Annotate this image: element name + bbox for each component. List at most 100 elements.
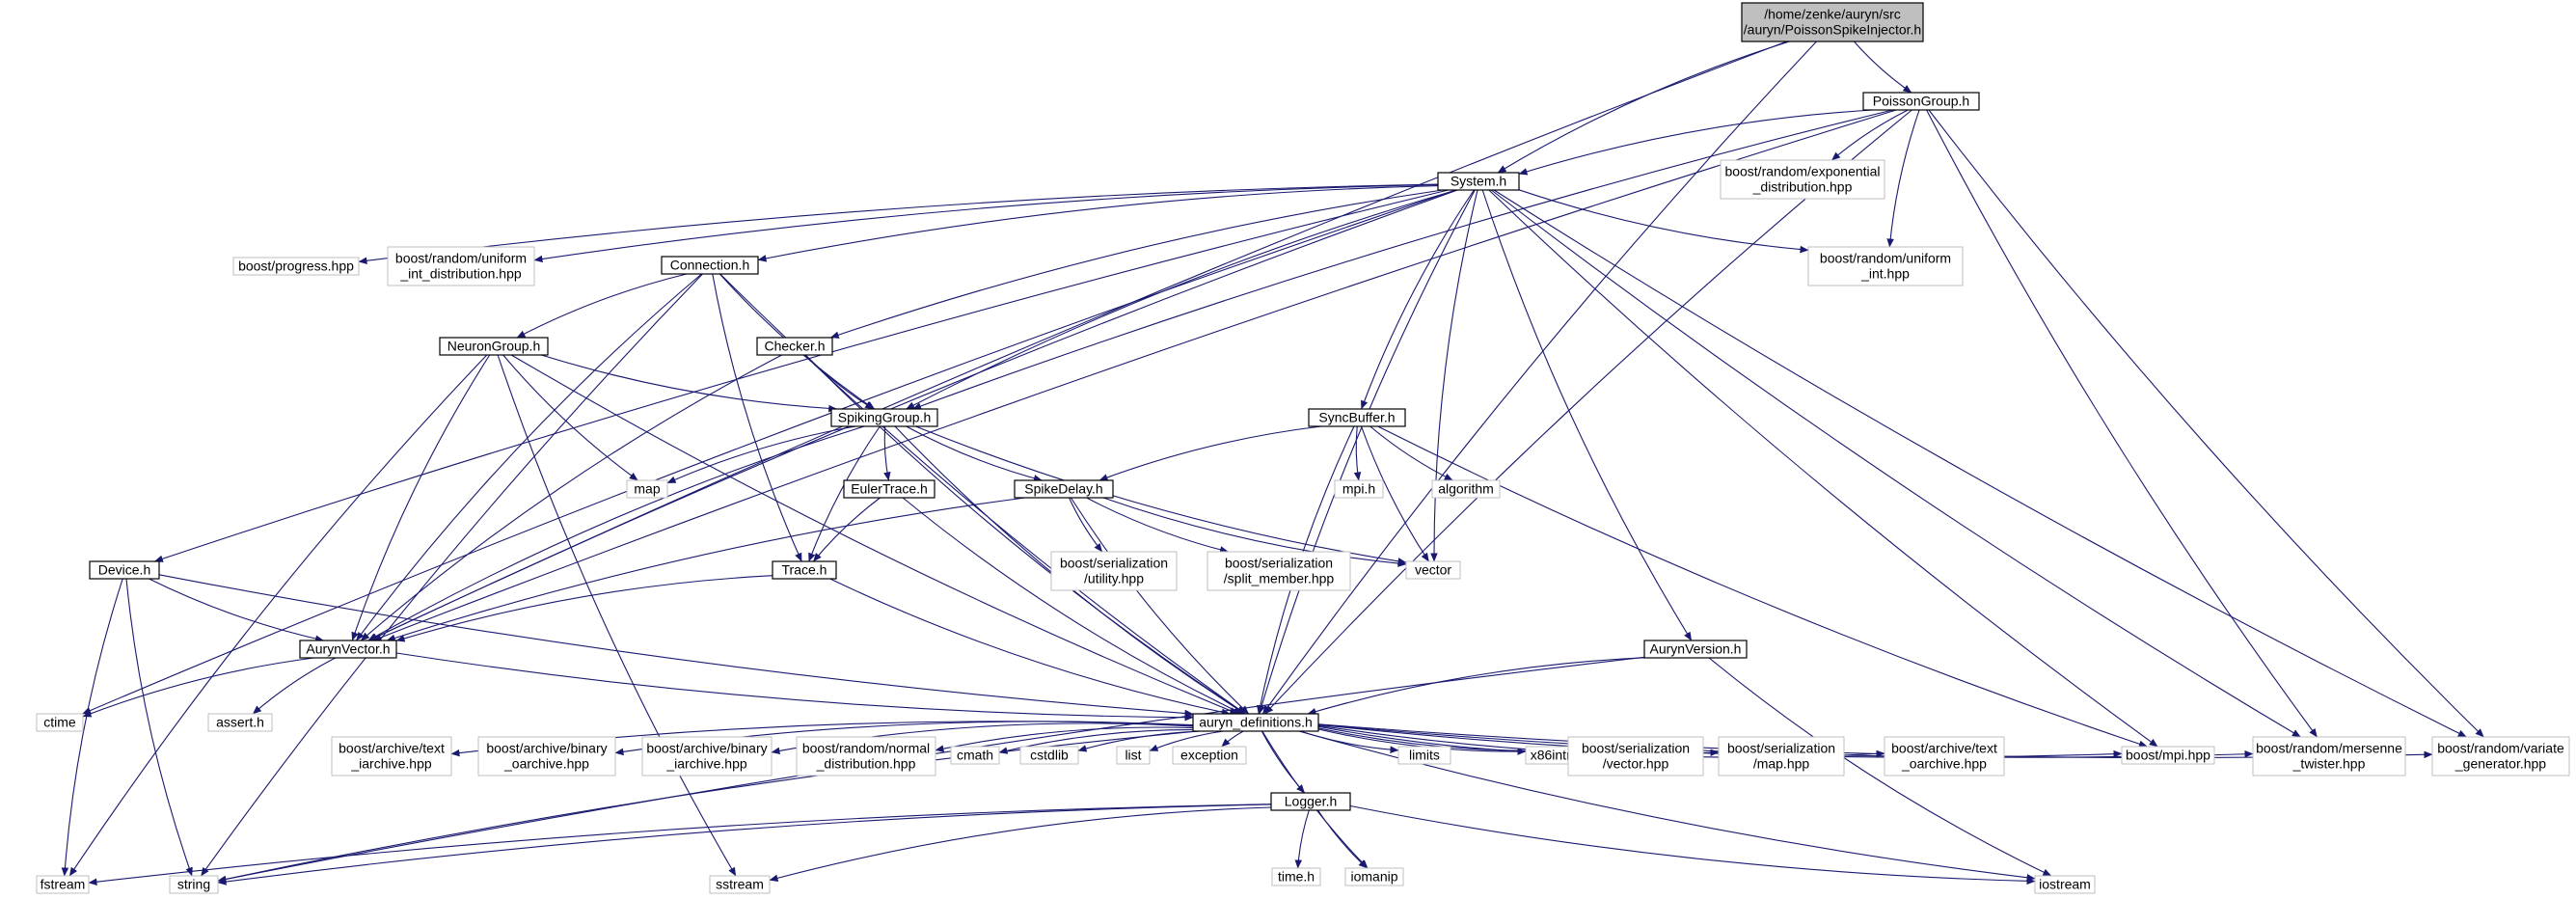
node-box bbox=[1308, 408, 1406, 427]
node-system[interactable]: System.h bbox=[1437, 172, 1520, 191]
edge-logger-to-timeh bbox=[1294, 809, 1310, 869]
node-box bbox=[2252, 736, 2406, 776]
node-label: fstream bbox=[41, 877, 86, 892]
node-definitions[interactable]: auryn_definitions.h bbox=[1192, 713, 1319, 732]
edge-spikedelay-to-serial-split bbox=[1086, 497, 1229, 554]
node-checker[interactable]: Checker.h bbox=[756, 337, 833, 356]
node-label: boost/serialization bbox=[1727, 741, 1835, 756]
node-box bbox=[439, 337, 549, 356]
node-label: _distribution.hpp bbox=[1752, 179, 1853, 195]
node-label: iomanip bbox=[1350, 869, 1397, 885]
node-label: map bbox=[634, 481, 660, 497]
node-serial-utility: boost/serialization/utility.hpp bbox=[1050, 551, 1178, 591]
node-fstream: fstream bbox=[36, 875, 90, 894]
node-label: boost/serialization bbox=[1582, 741, 1690, 756]
node-box bbox=[169, 875, 219, 894]
node-box bbox=[1741, 2, 1924, 42]
node-label: EulerTrace.h bbox=[851, 481, 928, 497]
node-label: boost/archive/binary bbox=[486, 741, 607, 756]
edge-root-to-system bbox=[1497, 41, 1790, 174]
edge-spikedelay-to-definitions bbox=[1070, 497, 1249, 715]
node-root[interactable]: /home/zenke/auryn/src/auryn/PoissonSpike… bbox=[1741, 2, 1924, 42]
node-connection[interactable]: Connection.h bbox=[661, 256, 759, 275]
node-label: AurynVersion.h bbox=[1650, 641, 1742, 657]
node-label: _generator.hpp bbox=[2454, 756, 2546, 772]
edge-definitions-to-string bbox=[217, 730, 1200, 884]
edge-aurynversion-to-definitions bbox=[1307, 657, 1645, 716]
edge-spikedelay-to-vector bbox=[1102, 497, 1407, 567]
node-box bbox=[1050, 551, 1178, 591]
node-label: boost/mpi.hpp bbox=[2126, 748, 2210, 763]
node-label: /map.hpp bbox=[1753, 756, 1810, 772]
node-trace[interactable]: Trace.h bbox=[772, 560, 837, 580]
edge-syncbuffer-to-spikedelay bbox=[1098, 425, 1322, 481]
node-box bbox=[796, 736, 936, 776]
node-label: _distribution.hpp bbox=[816, 756, 916, 772]
node-label: boost/archive/text bbox=[339, 741, 445, 756]
node-label: boost/random/variate bbox=[2437, 741, 2564, 756]
node-label: SyncBuffer.h bbox=[1318, 410, 1395, 425]
edge-eulertrace-to-trace bbox=[812, 497, 881, 562]
edge-definitions-to-list bbox=[1149, 730, 1224, 751]
node-label: sstream bbox=[716, 877, 764, 892]
node-variate: boost/random/variate_generator.hpp bbox=[2431, 736, 2570, 776]
node-cmath: cmath bbox=[950, 746, 1000, 765]
edge-system-to-variate bbox=[1493, 189, 2467, 738]
node-label: SpikeDelay.h bbox=[1024, 481, 1102, 497]
node-label: AurynVector.h bbox=[306, 641, 390, 657]
node-aurynversion[interactable]: AurynVersion.h bbox=[1643, 640, 1748, 659]
node-spikinggroup[interactable]: SpikingGroup.h bbox=[830, 408, 938, 427]
node-box bbox=[89, 560, 160, 580]
edge-spikinggroup-to-map bbox=[666, 425, 856, 484]
node-label: System.h bbox=[1451, 174, 1506, 189]
node-boost-mpi: boost/mpi.hpp bbox=[2121, 746, 2215, 765]
node-eulertrace[interactable]: EulerTrace.h bbox=[843, 479, 935, 499]
node-label: boost/random/uniform bbox=[395, 251, 527, 266]
node-box bbox=[950, 746, 1000, 765]
node-mersenne: boost/random/mersenne_twister.hpp bbox=[2252, 736, 2406, 776]
node-label: auryn_definitions.h bbox=[1199, 715, 1313, 730]
node-box bbox=[207, 713, 273, 732]
node-label: /utility.hpp bbox=[1084, 571, 1144, 586]
node-logger[interactable]: Logger.h bbox=[1270, 792, 1351, 811]
node-aurynvector[interactable]: AurynVector.h bbox=[299, 640, 397, 659]
node-binary-oarchive: boost/archive/binary_oarchive.hpp bbox=[477, 736, 616, 776]
node-box bbox=[299, 640, 397, 659]
edge-device-to-definitions bbox=[158, 574, 1194, 718]
edge-connection-to-aurynvector bbox=[356, 273, 702, 641]
edge-system-to-ctime bbox=[82, 189, 1456, 715]
node-label: PoissonGroup.h bbox=[1873, 94, 1969, 109]
node-neurongroup[interactable]: NeuronGroup.h bbox=[439, 337, 549, 356]
node-box bbox=[1807, 246, 1964, 286]
node-exception: exception bbox=[1172, 746, 1247, 765]
edge-aurynvector-to-ctime bbox=[82, 657, 314, 718]
node-algorithm: algorithm bbox=[1431, 479, 1501, 499]
node-progress: boost/progress.hpp bbox=[232, 257, 360, 276]
edge-neurongroup-to-map bbox=[502, 354, 638, 481]
edge-spikinggroup-to-aurynvector bbox=[367, 425, 865, 641]
edge-device-to-string bbox=[125, 578, 193, 877]
edge-device-to-fstream bbox=[61, 578, 123, 877]
node-spikedelay[interactable]: SpikeDelay.h bbox=[1014, 479, 1114, 499]
edge-logger-to-string bbox=[217, 804, 1272, 885]
edge-connection-to-string bbox=[201, 273, 703, 877]
node-label: cstdlib bbox=[1030, 748, 1069, 763]
node-device[interactable]: Device.h bbox=[89, 560, 160, 580]
node-label: time.h bbox=[1278, 869, 1315, 885]
node-binary-iarchive: boost/archive/binary_iarchive.hpp bbox=[641, 736, 773, 776]
node-poissongroup[interactable]: PoissonGroup.h bbox=[1862, 92, 1980, 111]
node-box bbox=[1437, 172, 1520, 191]
node-syncbuffer[interactable]: SyncBuffer.h bbox=[1308, 408, 1406, 427]
node-box bbox=[1344, 867, 1404, 886]
node-label: list bbox=[1125, 748, 1141, 763]
node-label: limits bbox=[1409, 748, 1440, 763]
node-box bbox=[843, 479, 935, 499]
node-box bbox=[772, 560, 837, 580]
node-iostream: iostream bbox=[2034, 875, 2096, 894]
node-label: boost/archive/binary bbox=[646, 741, 767, 756]
edge-spikinggroup-to-vector bbox=[915, 425, 1407, 565]
node-label: boost/archive/text bbox=[1891, 741, 1997, 756]
node-box bbox=[232, 257, 360, 276]
edge-neurongroup-to-spikinggroup bbox=[541, 354, 838, 413]
